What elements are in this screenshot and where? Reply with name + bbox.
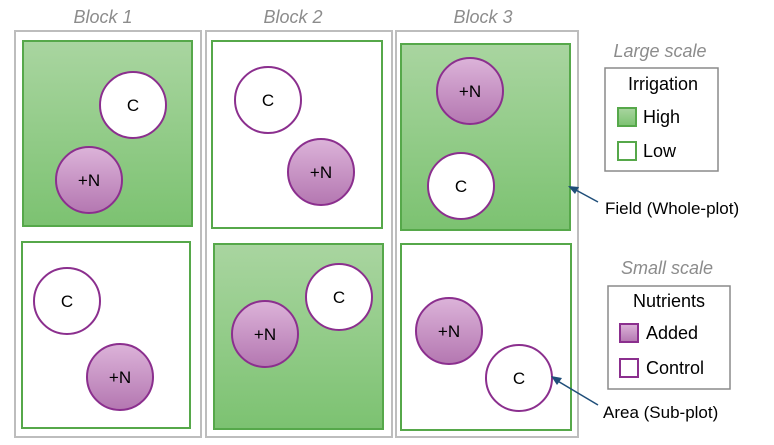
block-2: Block 2 C +N C +N	[205, 7, 393, 438]
area-added	[287, 138, 355, 206]
area-label: C	[333, 288, 345, 307]
area-added	[415, 297, 483, 365]
area-added	[231, 300, 299, 368]
block-frame	[205, 30, 393, 438]
area-label: +N	[109, 368, 131, 387]
large-scale-label: Large scale	[613, 41, 706, 61]
nutrients-legend-title: Nutrients	[633, 291, 705, 311]
block-frame	[395, 30, 579, 438]
block-1: Block 1 C +N C +N	[14, 7, 202, 438]
callout-area-label: Area (Sub-plot)	[603, 403, 718, 422]
blocks-layer: Block 1 C +N C +N Block 2 C +N C +N Block 3 +N C +N C	[14, 7, 579, 438]
legend-label-added: Added	[646, 323, 698, 343]
area-control	[234, 66, 302, 134]
area-control	[99, 71, 167, 139]
area-control	[485, 344, 553, 412]
callout-field-line	[573, 188, 599, 203]
area-label: +N	[459, 82, 481, 101]
block-title: Block 1	[73, 7, 132, 27]
irrigation-legend-title: Irrigation	[628, 74, 698, 94]
legend-label-high: High	[643, 107, 680, 127]
area-label: +N	[78, 171, 100, 190]
callout-field: Field (Whole-plot)	[568, 186, 739, 218]
legend-label-low: Low	[643, 141, 677, 161]
area-label: C	[127, 96, 139, 115]
legend-swatch-control	[619, 358, 639, 378]
area-control	[305, 263, 373, 331]
area-added	[86, 343, 154, 411]
legend-swatch-high	[617, 107, 637, 127]
area-label: C	[61, 292, 73, 311]
callout-layer: Field (Whole-plot) Area (Sub-plot)	[551, 186, 739, 422]
area-label: C	[455, 177, 467, 196]
callout-area-line	[555, 379, 599, 406]
area-label: C	[513, 369, 525, 388]
callout-area: Area (Sub-plot)	[551, 376, 718, 422]
area-added	[436, 57, 504, 125]
block-3: Block 3 +N C +N C	[395, 7, 579, 438]
arrowhead-icon	[568, 186, 579, 194]
legend-swatch-low	[617, 141, 637, 161]
area-label: +N	[438, 322, 460, 341]
small-scale-label: Small scale	[621, 258, 713, 278]
arrowhead-icon	[551, 376, 562, 385]
area-label: C	[262, 91, 274, 110]
block-title: Block 2	[263, 7, 322, 27]
legend-swatch-added	[619, 323, 639, 343]
callout-field-label: Field (Whole-plot)	[605, 199, 739, 218]
legend-label-control: Control	[646, 358, 704, 378]
area-label: +N	[310, 163, 332, 182]
area-added	[55, 146, 123, 214]
area-control	[427, 152, 495, 220]
area-control	[33, 267, 101, 335]
block-frame	[14, 30, 202, 438]
block-title: Block 3	[453, 7, 512, 27]
area-label: +N	[254, 325, 276, 344]
field-low-irrigation	[211, 40, 383, 229]
